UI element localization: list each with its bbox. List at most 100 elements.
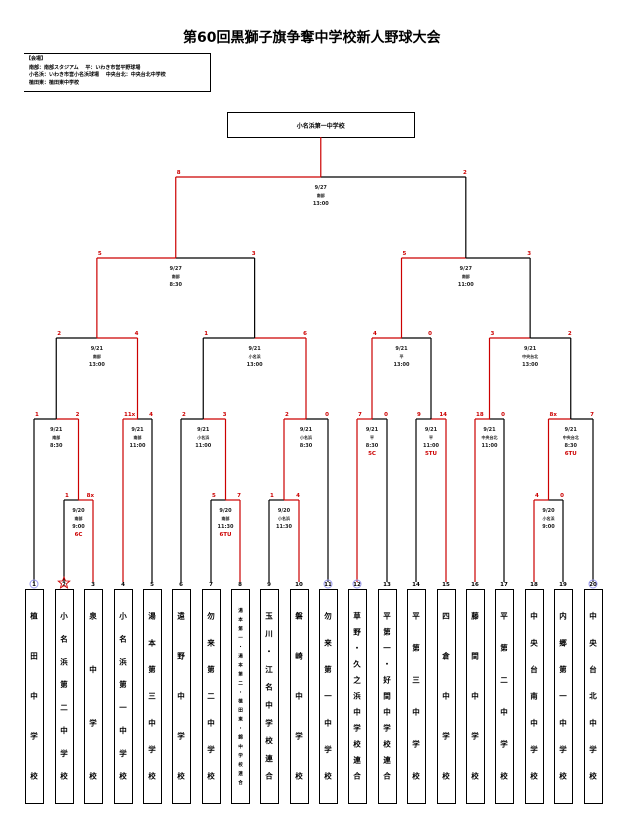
team-number: 18 — [530, 582, 538, 588]
match-time: 9:00 — [72, 524, 85, 530]
match-note: 5C — [368, 451, 376, 457]
match-time: 8:30 — [50, 443, 63, 449]
score-right: 3 — [252, 251, 256, 257]
score-right: 2 — [463, 170, 467, 176]
match-time: 13:00 — [313, 201, 329, 207]
team-box: 中央台北中学校 — [583, 589, 603, 804]
team-name: 草野・久之浜中学校連合 — [352, 612, 362, 788]
match-date: 9/21 — [425, 427, 438, 433]
team-name: 勿来第二中学校 — [206, 612, 216, 799]
score-right: 3 — [527, 251, 531, 257]
team-number: 7 — [209, 582, 213, 588]
team-number: 19 — [559, 582, 567, 588]
score-left: 4 — [535, 493, 539, 499]
team-name: 平第三中学校 — [411, 612, 421, 804]
match-venue: 中央台北 — [563, 434, 579, 440]
team-box: 小名浜第二中学校 — [54, 589, 74, 804]
team-box: 磐崎中学校 — [289, 589, 309, 804]
score-left: 5 — [212, 493, 216, 499]
match-time: 13:00 — [522, 362, 538, 368]
match-date: 9/21 — [300, 427, 313, 433]
score-left: 2 — [57, 331, 61, 337]
team-name: 平第一・好間中学校連合 — [382, 612, 392, 788]
match-venue: 平 — [429, 434, 433, 440]
venue-line: 南部：南部スタジアム 平：いわき市営平野球場 — [29, 64, 141, 71]
seed-circle-icon — [588, 579, 598, 589]
team-number: 8 — [238, 582, 242, 588]
team-box: 中央台南中学校 — [524, 589, 544, 804]
match-time: 8:30 — [565, 443, 578, 449]
team-number: 10 — [295, 582, 303, 588]
team-name: 磐崎中学校 — [294, 612, 304, 804]
score-left: 8 — [177, 170, 181, 176]
team-name: 中央台南中学校 — [529, 612, 539, 799]
team-name: 四倉中学校 — [441, 612, 451, 804]
team-number: 5 — [150, 582, 154, 588]
match-time: 11:00 — [458, 282, 474, 288]
match-venue: 小名浜 — [300, 434, 312, 440]
match-time: 11:00 — [195, 443, 211, 449]
match-time: 8:30 — [366, 443, 379, 449]
match-venue: 南部 — [222, 515, 230, 521]
team-number: 12 — [353, 582, 361, 588]
seed-circle-icon — [352, 579, 362, 589]
team-box: 遠野中学校 — [171, 589, 191, 804]
team-name: 勿来第一中学校 — [323, 612, 333, 799]
match-venue: 南部 — [93, 353, 101, 359]
match-venue: 南部 — [134, 434, 142, 440]
team-number: 9 — [267, 582, 271, 588]
team-box: 藤間中学校 — [465, 589, 485, 804]
team-box: 植田中学校 — [24, 589, 44, 804]
venue-info-box: 【会場】 南部：南部スタジアム 平：いわき市営平野球場 小名浜：いわき市営小名浜… — [24, 53, 211, 92]
team-number: 6 — [179, 582, 183, 588]
team-box: 勿来第二中学校 — [201, 589, 221, 804]
score-left: 3 — [491, 331, 495, 337]
team-number: 1 — [32, 582, 36, 588]
match-time: 13:00 — [247, 362, 263, 368]
match-venue: 南部 — [462, 273, 470, 279]
match-date: 9/20 — [278, 508, 291, 514]
score-left: 4 — [373, 331, 377, 337]
team-box: 湯本第一・湯本第二・植田東・錦中学校連合 — [230, 589, 250, 804]
match-venue: 小名浜 — [543, 515, 555, 521]
score-left: 5 — [403, 251, 407, 257]
team-number: 4 — [121, 582, 125, 588]
team-number: 14 — [412, 582, 420, 588]
match-note: 5TU — [425, 451, 437, 457]
team-name: 内郷第一中学校 — [558, 612, 568, 799]
match-note: 6C — [75, 532, 83, 538]
match-date: 9/21 — [197, 427, 210, 433]
score-right: 2 — [76, 412, 80, 418]
match-venue: 小名浜 — [197, 434, 209, 440]
match-venue: 南部 — [172, 273, 180, 279]
match-venue: 平 — [370, 434, 374, 440]
team-name: 小名浜第二中学校 — [59, 612, 69, 795]
score-right: 14 — [439, 412, 447, 418]
team-box: 泉中学校 — [83, 589, 103, 804]
team-name: 平第二中学校 — [499, 612, 509, 804]
match-date: 9/20 — [219, 508, 232, 514]
match-venue: 中央台北 — [482, 434, 498, 440]
venue-line: 植田東：植田東中学校 — [29, 79, 80, 86]
match-date: 9/20 — [542, 508, 555, 514]
match-date: 9/21 — [91, 346, 104, 352]
score-left: 18 — [476, 412, 484, 418]
team-number: 17 — [500, 582, 508, 588]
star-icon — [57, 575, 71, 589]
score-right: 2 — [568, 331, 572, 337]
venue-line: 小名浜：いわき市営小名浜球場 中央台北：中央台北中学校 — [29, 72, 166, 78]
score-right: 0 — [560, 493, 564, 499]
score-right: 4 — [149, 412, 153, 418]
team-box: 湯本第三中学校 — [142, 589, 162, 804]
match-date: 9/21 — [366, 427, 379, 433]
match-date: 9/20 — [72, 508, 85, 514]
match-note: 6TU — [565, 451, 577, 457]
match-date: 9/21 — [524, 346, 537, 352]
match-time: 11:30 — [218, 524, 234, 530]
score-left: 1 — [65, 493, 69, 499]
team-number: 20 — [589, 582, 597, 588]
team-number: 2 — [62, 582, 66, 588]
match-time: 13:00 — [89, 362, 105, 368]
match-venue: 南部 — [317, 192, 325, 198]
